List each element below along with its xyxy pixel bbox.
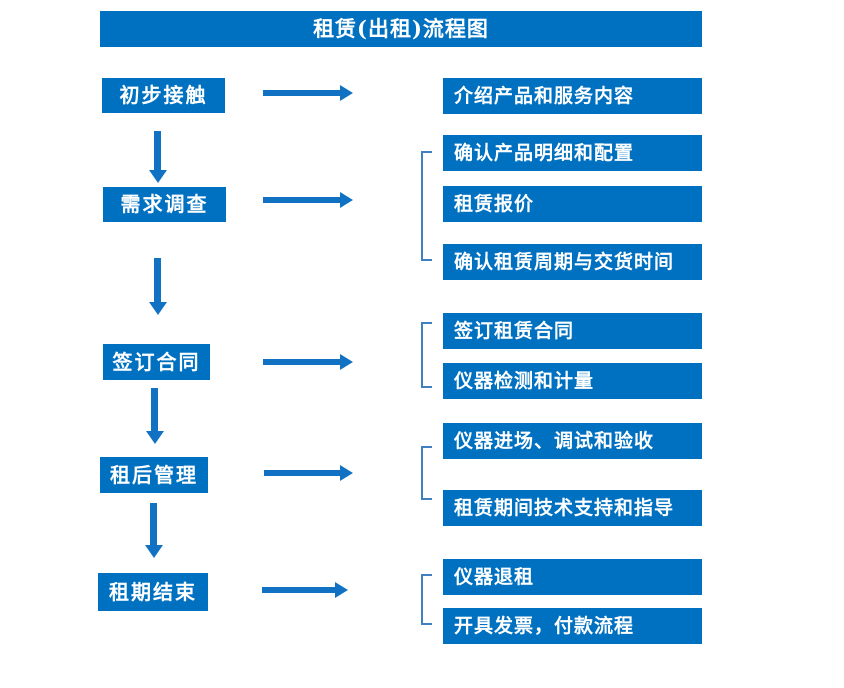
detail-box-introduce-products: 介绍产品和服务内容 <box>443 78 702 114</box>
down-arrow-icon <box>154 131 161 170</box>
flowchart-title: 租赁(出租)流程图 <box>100 11 702 47</box>
detail-box-confirm-rental-period: 确认租赁周期与交货时间 <box>443 244 702 280</box>
group-bracket <box>421 151 432 261</box>
detail-box-rental-quote: 租赁报价 <box>443 186 702 222</box>
right-arrow-icon <box>263 197 340 203</box>
detail-box-sign-rental-contract: 签订租赁合同 <box>443 313 702 349</box>
stage-box-sign-contract: 签订合同 <box>103 344 210 380</box>
right-arrow-icon <box>264 470 340 476</box>
detail-box-tech-support: 租赁期间技术支持和指导 <box>443 490 702 526</box>
right-arrow-icon <box>263 90 340 96</box>
right-arrow-icon <box>263 359 340 365</box>
down-arrow-icon <box>150 503 157 545</box>
stage-box-post-rental-management: 租后管理 <box>100 457 208 493</box>
down-arrow-icon <box>154 258 161 302</box>
group-bracket <box>421 446 432 500</box>
right-arrow-icon <box>262 587 335 593</box>
stage-box-rental-end: 租期结束 <box>98 573 208 611</box>
detail-box-confirm-product-details: 确认产品明细和配置 <box>443 135 702 171</box>
stage-box-initial-contact: 初步接触 <box>102 78 225 113</box>
stage-box-demand-survey: 需求调查 <box>103 187 226 222</box>
down-arrow-icon <box>151 388 158 431</box>
group-bracket <box>421 574 432 625</box>
detail-box-instrument-return: 仪器退租 <box>443 559 702 595</box>
group-bracket <box>421 322 432 388</box>
detail-box-invoice-payment: 开具发票，付款流程 <box>443 608 702 644</box>
detail-box-instrument-testing: 仪器检测和计量 <box>443 363 702 399</box>
detail-box-instrument-setup: 仪器进场、调试和验收 <box>443 423 702 459</box>
